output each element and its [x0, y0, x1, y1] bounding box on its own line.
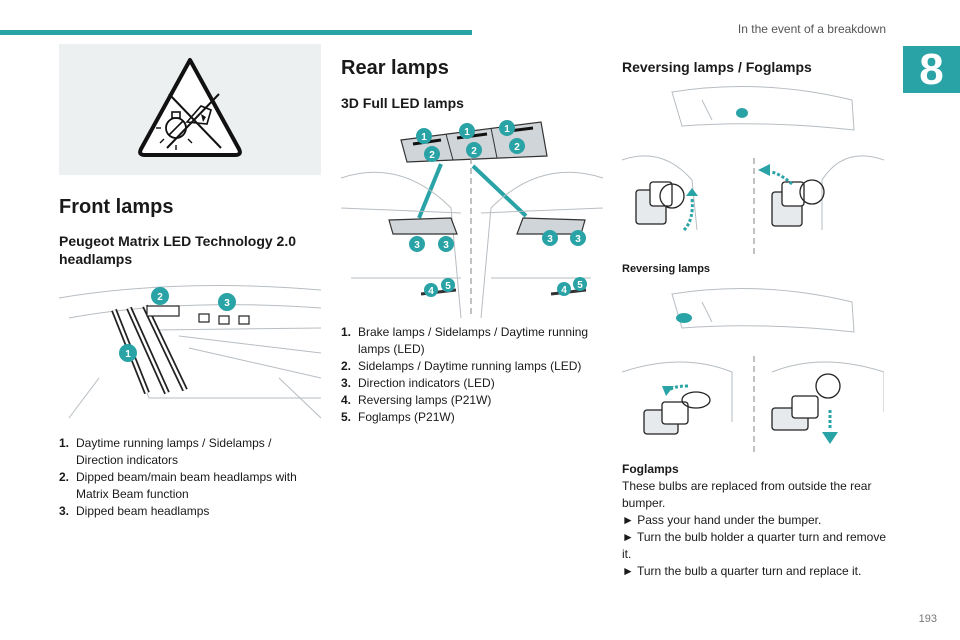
svg-text:5: 5	[445, 281, 451, 292]
figure-label-1: 1	[416, 128, 432, 144]
front-headlamp-figure: 1 2 3	[58, 278, 322, 426]
list-item: 1.Brake lamps / Sidelamps / Daytime runn…	[341, 325, 589, 356]
foglamps-intro: These bulbs are replaced from outside th…	[622, 479, 872, 510]
step-3: ► Turn the bulb a quarter turn and repla…	[622, 564, 862, 578]
no-bulb-touch-warning-icon	[138, 58, 242, 157]
reversing-foglamps-title: Reversing lamps / Foglamps	[622, 59, 812, 75]
figure-label-2: 2	[151, 287, 169, 305]
svg-text:2: 2	[514, 142, 520, 153]
warning-panel	[59, 44, 321, 175]
svg-text:1: 1	[125, 349, 131, 360]
figure-label-1: 1	[119, 344, 137, 362]
step-2: ► Turn the bulb holder a quarter turn an…	[622, 530, 887, 561]
list-item: 5.Foglamps (P21W)	[341, 410, 455, 424]
page-number: 193	[918, 613, 937, 625]
step-1: ► Pass your hand under the bumper.	[622, 513, 822, 527]
svg-text:3: 3	[443, 240, 449, 251]
figure-label-1: 1	[499, 120, 515, 136]
svg-text:2: 2	[429, 150, 435, 161]
list-item: 3.Direction indicators (LED)	[341, 376, 495, 390]
svg-text:2: 2	[471, 146, 477, 157]
svg-text:1: 1	[504, 124, 510, 135]
front-lamps-list: 1.Daytime running lamps / Sidelamps / Di…	[59, 435, 321, 520]
header-accent-bar	[0, 30, 472, 35]
svg-text:1: 1	[421, 132, 427, 143]
figure-label-3: 3	[438, 236, 454, 252]
chapter-badge: 8	[903, 45, 960, 94]
svg-text:2: 2	[157, 292, 163, 303]
figure-label-5: 5	[441, 278, 455, 292]
reversing-lamp-figure	[621, 80, 885, 258]
rear-lamps-title: Rear lamps	[341, 57, 449, 79]
section-title: In the event of a breakdown	[737, 22, 886, 36]
rear-lamps-list: 1.Brake lamps / Sidelamps / Daytime runn…	[341, 324, 603, 426]
svg-text:3: 3	[224, 298, 230, 309]
svg-text:4: 4	[428, 286, 434, 297]
front-lamps-title: Front lamps	[59, 196, 174, 218]
list-item: 2.Sidelamps / Daytime running lamps (LED…	[341, 359, 582, 373]
figure-label-3: 3	[542, 230, 558, 246]
figure-label-2: 2	[466, 142, 482, 158]
rear-lamps-subtitle: 3D Full LED lamps	[341, 95, 464, 111]
figure-label-5: 5	[573, 277, 587, 291]
foglamp-figure	[621, 282, 885, 454]
svg-text:1: 1	[464, 127, 470, 138]
svg-text:3: 3	[575, 234, 581, 245]
rear-lamps-figure: 1 1 1 2 2 2 3 3 3 3 4 5 4 5	[340, 118, 604, 319]
list-item: 3.Dipped beam headlamps	[59, 504, 210, 518]
figure-label-3: 3	[218, 293, 236, 311]
list-item: 2.Dipped beam/main beam headlamps with M…	[59, 470, 297, 501]
svg-text:3: 3	[547, 234, 553, 245]
figure-label-3: 3	[409, 236, 425, 252]
figure-label-2: 2	[424, 146, 440, 162]
figure-label-2: 2	[509, 138, 525, 154]
svg-text:5: 5	[577, 280, 583, 291]
front-lamps-subtitle: Peugeot Matrix LED Technology 2.0 headla…	[59, 233, 297, 267]
figure-label-3: 3	[570, 230, 586, 246]
list-item: 4.Reversing lamps (P21W)	[341, 393, 492, 407]
reversing-lamps-caption: Reversing lamps	[622, 263, 711, 275]
figure-label-1: 1	[459, 123, 475, 139]
list-item: 1.Daytime running lamps / Sidelamps / Di…	[59, 436, 272, 467]
figure-label-4: 4	[557, 282, 571, 296]
foglamps-section: Foglamps These bulbs are replaced from o…	[622, 461, 892, 580]
svg-text:3: 3	[414, 240, 420, 251]
foglamps-heading: Foglamps	[622, 462, 679, 476]
svg-text:4: 4	[561, 285, 567, 296]
figure-label-4: 4	[424, 283, 438, 297]
